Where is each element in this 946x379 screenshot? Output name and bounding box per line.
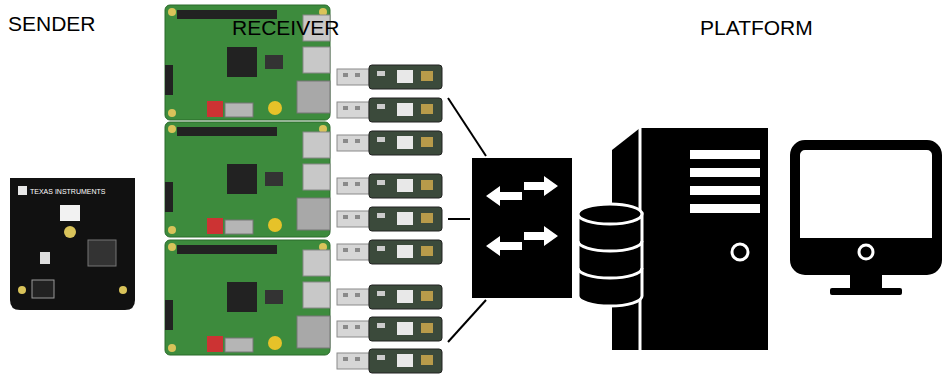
section-heading: PLATFORM: [700, 16, 813, 39]
sensor-tag: [10, 178, 135, 310]
monitor: [795, 145, 937, 295]
database: [578, 204, 642, 306]
raspberry-pi-boards: [165, 5, 330, 355]
section-heading: RECEIVER: [232, 16, 339, 39]
section-heading: SENDER: [8, 12, 96, 35]
board-marking: TEXAS INSTRUMENTS: [30, 188, 105, 196]
usb-dongles: [337, 65, 442, 373]
network-switch: [472, 158, 572, 298]
